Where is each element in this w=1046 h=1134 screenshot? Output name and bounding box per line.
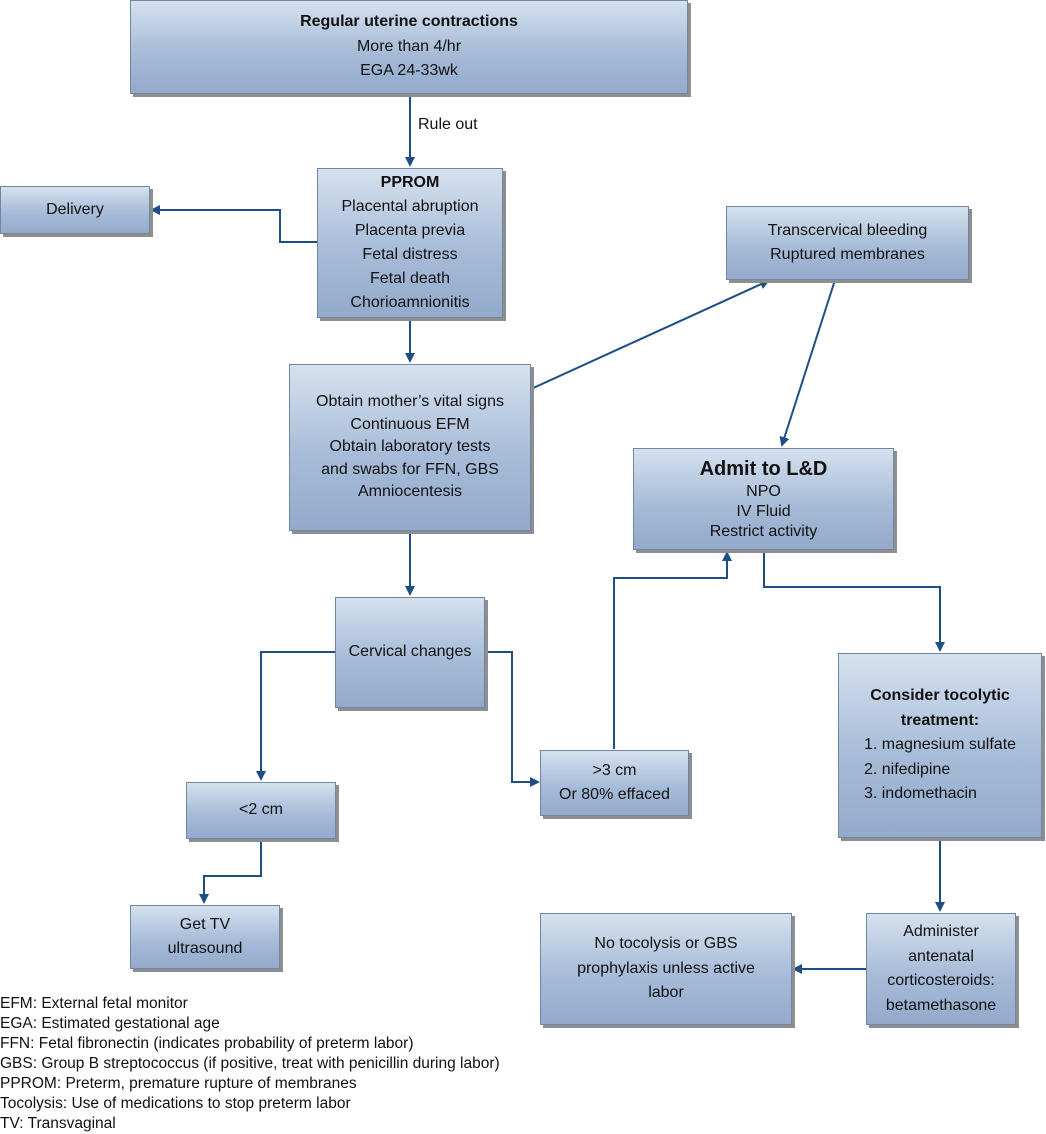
legend-item: FFN: Fetal fibronectin (indicates probab… [0, 1035, 414, 1052]
arrow-cervical-to-gt3cm [485, 651, 540, 787]
contractions-line: EGA 24-33wk [360, 62, 458, 80]
arrow-bleeding-to-admit [779, 279, 836, 447]
tocolytic-title: treatment: [900, 711, 980, 729]
vitals-line: and swabs for FFN, GBS [321, 460, 499, 478]
tocolytic-title: Consider tocolytic [870, 687, 1010, 705]
pprom-line: Chorioamnionitis [350, 294, 470, 311]
pprom-line: Placental abruption [341, 198, 479, 215]
cervical-node: Cervical changes [335, 597, 485, 708]
legend-item: Tocolysis: Use of medications to stop pr… [0, 1095, 351, 1112]
vitals-line: Obtain mother’s vital signs [316, 393, 504, 411]
pprom-line: Placenta previa [354, 222, 466, 239]
no-tocolysis-line: prophylaxis unless active [577, 959, 755, 977]
tocolytic-drug-item: 1. magnesium sulfate [863, 736, 1017, 754]
admit-title: Admit to L&D [699, 458, 828, 480]
legend-item: EFM: External fetal monitor [0, 995, 188, 1012]
bleeding-line: Ruptured membranes [770, 246, 925, 263]
legend-item: PPROM: Preterm, premature rupture of mem… [0, 1075, 357, 1092]
no-tocolysis-node: No tocolysis or GBS prophylaxis unless a… [540, 913, 792, 1025]
gt3cm-line: >3 cm [592, 761, 637, 779]
pprom-line: Fetal distress [362, 246, 458, 263]
gt3cm-node: >3 cm Or 80% effaced [540, 750, 689, 816]
legend-item: TV: Transvaginal [0, 1115, 116, 1132]
admit-line: NPO [746, 483, 781, 500]
rule-out-label: Rule out [418, 116, 478, 133]
lt2cm-node: <2 cm [186, 782, 336, 839]
tvus-node: Get TV ultrasound [130, 905, 280, 969]
no-tocolysis-line: No tocolysis or GBS [594, 935, 738, 953]
arrow-admit-to-tocolytic [763, 550, 945, 652]
admit-line: IV Fluid [736, 503, 791, 520]
admit-node: Admit to L&D NPO IV Fluid Restrict activ… [633, 448, 894, 550]
steroids-line: Administer [903, 923, 979, 940]
cervical-label: Cervical changes [348, 643, 472, 661]
tvus-line: Get TV [179, 915, 231, 933]
legend-item: GBS: Group B streptococcus (if positive,… [0, 1055, 500, 1072]
lt2cm-label: <2 cm [238, 801, 283, 819]
gt3cm-line: Or 80% effaced [559, 786, 670, 803]
arrow-cervical-to-lt2cm [256, 651, 335, 781]
steroids-line: antenatal [908, 947, 974, 965]
arrow-vitals-to-bleeding [530, 279, 770, 390]
pprom-line: Fetal death [369, 270, 451, 287]
pprom-node: PPROM Placental abruption Placenta previ… [317, 168, 503, 318]
arrow-gt3cm-to-admit [613, 551, 732, 749]
tocolytic-drug-item: 2. nifedipine [863, 760, 951, 778]
arrow-lt2cm-to-tvus [199, 839, 262, 904]
tocolytic-drug-list: 1. magnesium sulfate 2. nifedipine 3. in… [864, 733, 1016, 807]
arrow-pprom-to-delivery [150, 205, 317, 243]
delivery-node: Delivery [0, 186, 150, 234]
steroids-line: corticosteroids: [887, 972, 995, 989]
steroids-node: Administer antenatal corticosteroids: be… [866, 913, 1016, 1025]
contractions-title: Regular uterine contractions [300, 13, 518, 31]
delivery-label: Delivery [46, 200, 104, 218]
bleeding-line: Transcervical bleeding [767, 221, 928, 239]
tocolytic-node: Consider tocolytic treatment: 1. magnesi… [838, 653, 1042, 838]
vitals-line: Continuous EFM [350, 415, 470, 433]
admit-line: Restrict activity [709, 523, 818, 540]
bleeding-node: Transcervical bleeding Ruptured membrane… [726, 206, 969, 280]
vitals-line: Obtain laboratory tests [329, 438, 491, 456]
steroids-line: betamethasone [885, 996, 997, 1014]
vitals-line: Amniocentesis [357, 483, 463, 501]
tvus-line: ultrasound [167, 940, 243, 957]
contractions-node: Regular uterine contractions More than 4… [130, 0, 688, 94]
legend-item: EGA: Estimated gestational age [0, 1015, 220, 1032]
tocolytic-drug-item: 3. indomethacin [863, 785, 977, 803]
contractions-line: More than 4/hr [356, 37, 462, 55]
pprom-title: PPROM [380, 174, 440, 191]
no-tocolysis-line: labor [648, 984, 684, 1002]
abbreviation-legend: EFM: External fetal monitor EGA: Estimat… [0, 994, 500, 1134]
vitals-node: Obtain mother’s vital signs Continuous E… [289, 364, 531, 531]
